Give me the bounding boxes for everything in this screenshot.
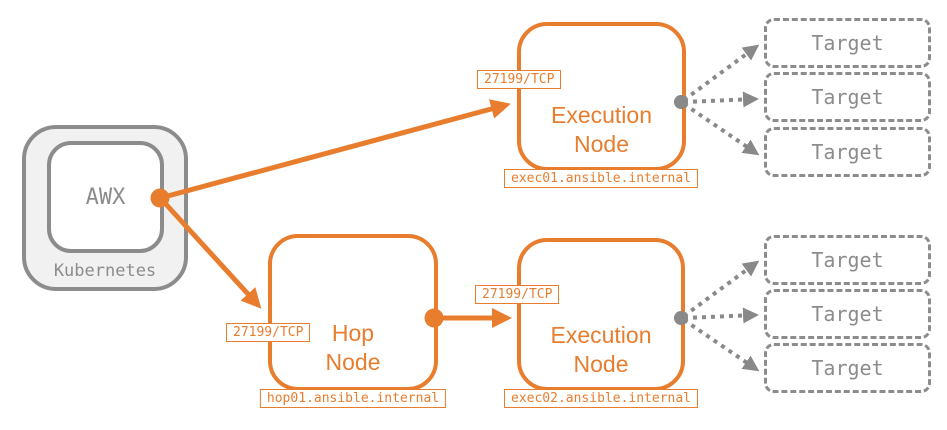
execution-node-1-hostname-label: exec01.ansible.internal xyxy=(503,169,699,188)
hop-node-port-badge: 27199/TCP xyxy=(226,323,311,342)
execution-node-2-title-line1: Execution xyxy=(550,322,652,348)
execution-node-2-hostname-label: exec02.ansible.internal xyxy=(503,389,699,408)
target-box-3: Target xyxy=(764,127,931,177)
awx-label: AWX xyxy=(85,184,126,210)
execution-node-1-title-line1: Execution xyxy=(550,102,652,128)
arrow-exec02-to-target-4 xyxy=(682,260,760,318)
target-box-5: Target xyxy=(764,289,931,339)
execution-node-2-title-line2: Node xyxy=(573,351,629,377)
kubernetes-label: Kubernetes xyxy=(53,261,157,281)
hop-node-box: Hop Node xyxy=(268,234,438,391)
awx-node-box: AWX xyxy=(47,141,164,253)
arrow-awx-to-exec01 xyxy=(163,99,511,200)
target-label: Target xyxy=(811,140,884,164)
arrow-exec01-to-target-3 xyxy=(682,102,760,156)
arrow-exec01-to-target-2 xyxy=(683,91,759,108)
arrow-exec02-to-target-5 xyxy=(683,307,759,324)
arrow-exec01-to-target-1 xyxy=(682,44,760,102)
execution-node-1-box: Execution Node xyxy=(517,22,686,171)
target-label: Target xyxy=(811,248,884,272)
target-box-6: Target xyxy=(764,343,931,393)
hop-node-title-line1: Hop xyxy=(331,320,375,346)
target-box-4: Target xyxy=(764,235,931,285)
target-label: Target xyxy=(811,356,884,380)
target-label: Target xyxy=(811,31,884,55)
execution-node-1-port-badge: 27199/TCP xyxy=(477,70,562,89)
target-label: Target xyxy=(811,85,884,109)
target-box-1: Target xyxy=(764,18,931,68)
execution-node-2-box: Execution Node xyxy=(517,238,685,391)
execution-node-2-port-badge: 27199/TCP xyxy=(475,285,560,304)
target-box-2: Target xyxy=(764,72,931,122)
execution-node-1-title-line2: Node xyxy=(574,131,629,157)
hop-node-title-line2: Node xyxy=(325,349,381,375)
hop-node-hostname-label: hop01.ansible.internal xyxy=(259,389,447,408)
target-label: Target xyxy=(811,302,884,326)
arrow-exec02-to-target-6 xyxy=(682,318,760,372)
